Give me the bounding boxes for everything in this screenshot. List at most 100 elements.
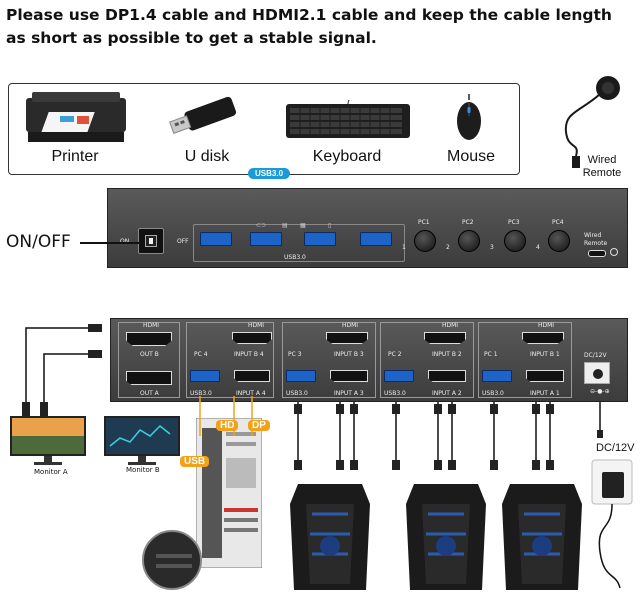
input-b2-hdmi-port[interactable]	[424, 332, 466, 344]
output-group	[118, 322, 180, 398]
led-4: 4	[536, 244, 540, 251]
remote-port[interactable]	[588, 250, 606, 257]
pc2-usb-port[interactable]	[384, 370, 414, 382]
keyboard-port-icon: ▦	[300, 222, 306, 229]
pc1-usb-label: USB3.0	[482, 390, 504, 397]
printer-port-icon: ▤	[282, 222, 288, 229]
on-label: ON	[120, 238, 129, 245]
remote-port-label: Wired Remote	[584, 232, 608, 247]
input-a2-label: INPUT A 2	[432, 390, 462, 397]
input-b3-label: INPUT B 3	[334, 351, 364, 358]
input-a4-label: INPUT A 4	[236, 390, 266, 397]
output-cables	[10, 318, 122, 422]
dc-port-label: DC/12V	[584, 352, 607, 359]
polarity-icon: ⊖-●-⊕	[590, 388, 610, 395]
pc1-rear-label: PC 1	[484, 351, 498, 358]
gaming-pc-3	[502, 484, 582, 590]
out-b-label: OUT B	[140, 351, 159, 358]
pc3-rear-label: PC 3	[288, 351, 302, 358]
keyboard-label: Keyboard	[312, 148, 382, 165]
led-3: 3	[490, 244, 494, 251]
dc-adapter-label: DC/12V	[596, 442, 635, 454]
power-switch[interactable]	[138, 228, 164, 254]
onoff-callout: ON/OFF	[6, 232, 71, 252]
dc-port[interactable]	[584, 362, 610, 384]
gaming-pc-1	[290, 484, 370, 590]
front-usb-port-4[interactable]	[360, 232, 392, 246]
pc3-usb-label: USB3.0	[286, 390, 308, 397]
out-a-label: OUT A	[140, 390, 159, 397]
front-usb-port-2[interactable]	[250, 232, 282, 246]
front-usb-label: USB3.0	[284, 254, 306, 261]
off-label: OFF	[177, 238, 189, 245]
input-a1-label: INPUT A 1	[530, 390, 560, 397]
pc2-button[interactable]	[458, 230, 480, 252]
dp-tag: DP	[248, 420, 270, 431]
mouse-label: Mouse	[446, 148, 496, 165]
input-group-1	[478, 322, 572, 398]
pc-cables-group	[280, 402, 560, 490]
hd-tag: HD	[216, 420, 239, 431]
pc2-label: PC2	[462, 219, 474, 226]
keyboard-icon	[286, 98, 410, 140]
input-group-4	[186, 322, 274, 398]
input-a2-dp-port[interactable]	[428, 370, 466, 382]
zoom-detail-circle	[142, 530, 202, 590]
in4-hdmi-label: HDMI	[248, 322, 265, 329]
usb-tag: USB	[180, 456, 210, 467]
pc3-label: PC3	[508, 219, 520, 226]
in2-hdmi-label: HDMI	[442, 322, 459, 329]
input-a3-label: INPUT A 3	[334, 390, 364, 397]
input-group-3	[282, 322, 376, 398]
input-group-2	[380, 322, 474, 398]
pc4-usb-label: USB3.0	[190, 390, 212, 397]
usb-stick-icon	[166, 96, 242, 138]
usb30-tag: USB3.0	[248, 168, 291, 179]
input-b4-hdmi-port[interactable]	[232, 332, 272, 344]
front-usb-port-1[interactable]	[200, 232, 232, 246]
pc3-usb-port[interactable]	[286, 370, 316, 382]
input-a1-dp-port[interactable]	[526, 370, 564, 382]
mouse-icon	[454, 94, 484, 142]
pc4-label: PC4	[552, 219, 564, 226]
onoff-pointer-line	[80, 242, 140, 244]
monitor-a-label: Monitor A	[34, 468, 68, 476]
pc3-button[interactable]	[504, 230, 526, 252]
input-a3-dp-port[interactable]	[330, 370, 368, 382]
out-a-dp-port[interactable]	[126, 371, 172, 385]
pc2-usb-label: USB3.0	[384, 390, 406, 397]
pc4-button[interactable]	[548, 230, 570, 252]
mouse-port-icon: ▯	[328, 222, 332, 229]
in1-hdmi-label: HDMI	[538, 322, 555, 329]
led-1: 1	[402, 244, 406, 251]
pc1-usb-port[interactable]	[482, 370, 512, 382]
front-usb-group	[193, 224, 405, 262]
monitor-b	[104, 416, 180, 466]
pc1-label: PC1	[418, 219, 430, 226]
led-2: 2	[446, 244, 450, 251]
input-b3-hdmi-port[interactable]	[326, 332, 368, 344]
headline-text: Please use DP1.4 cable and HDMI2.1 cable…	[6, 6, 612, 47]
in3-hdmi-label: HDMI	[342, 322, 359, 329]
pc4-rear-label: PC 4	[194, 351, 208, 358]
udisk-label: U disk	[184, 148, 230, 165]
printer-icon	[22, 92, 130, 144]
input-b1-label: INPUT B 1	[530, 351, 560, 358]
remote-jack[interactable]	[610, 248, 618, 256]
pc2-rear-label: PC 2	[388, 351, 402, 358]
out-b-hdmi-port[interactable]	[126, 332, 172, 346]
gaming-pc-2	[406, 484, 486, 590]
pc4-usb-port[interactable]	[190, 370, 220, 382]
input-a4-dp-port[interactable]	[234, 370, 270, 382]
wired-remote-label: Wired Remote	[582, 154, 622, 179]
wired-remote-icon	[560, 72, 632, 172]
front-usb-port-3[interactable]	[304, 232, 336, 246]
monitor-b-label: Monitor B	[126, 466, 160, 474]
power-adapter-icon	[586, 402, 638, 590]
pc1-button[interactable]	[414, 230, 436, 252]
input-b4-label: INPUT B 4	[234, 351, 264, 358]
input-b2-label: INPUT B 2	[432, 351, 462, 358]
usb-port-icon: ⊂⊃	[256, 222, 267, 229]
input-b1-hdmi-port[interactable]	[522, 332, 564, 344]
desktop-pc-tower	[195, 417, 263, 569]
